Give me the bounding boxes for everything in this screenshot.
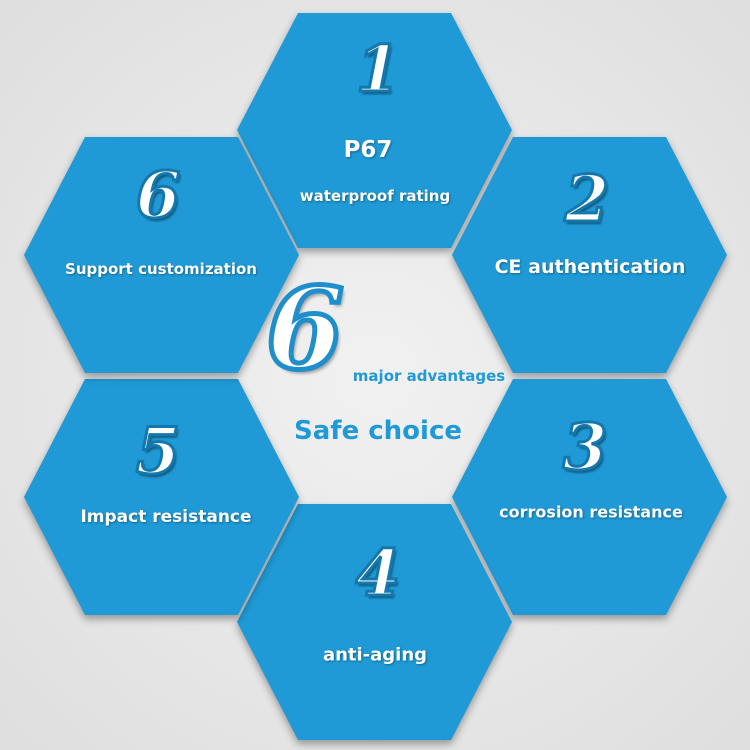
advantage-1-label: waterproof rating: [299, 187, 451, 205]
advantage-1-number: 1: [354, 32, 402, 107]
center-subtitle: major advantages: [352, 367, 506, 385]
hexagon-5: [24, 379, 299, 615]
advantage-5-label: Impact resistance: [80, 507, 252, 527]
advantage-3-label: corrosion resistance: [499, 502, 683, 522]
hexagon-4: [237, 504, 512, 740]
center-six-numeral: 6: [264, 264, 347, 395]
hexagon-1: [237, 13, 512, 248]
advantage-2-label: CE authentication: [494, 256, 686, 278]
hexagon-6: [24, 137, 299, 373]
advantage-4-number: 4: [354, 536, 402, 611]
center-headline: Safe choice: [293, 416, 463, 446]
hexagon-2: [452, 137, 727, 373]
advantage-1-title: P67: [343, 137, 393, 163]
advantage-6-label: Support customization: [65, 260, 257, 278]
advantage-6-number: 6: [134, 158, 182, 233]
advantage-4-label: anti-aging: [322, 644, 428, 666]
advantage-5-number: 5: [134, 414, 182, 489]
advantage-2-number: 2: [563, 162, 611, 237]
advantage-3-number: 3: [561, 410, 609, 485]
hexagon-3: [452, 379, 727, 615]
